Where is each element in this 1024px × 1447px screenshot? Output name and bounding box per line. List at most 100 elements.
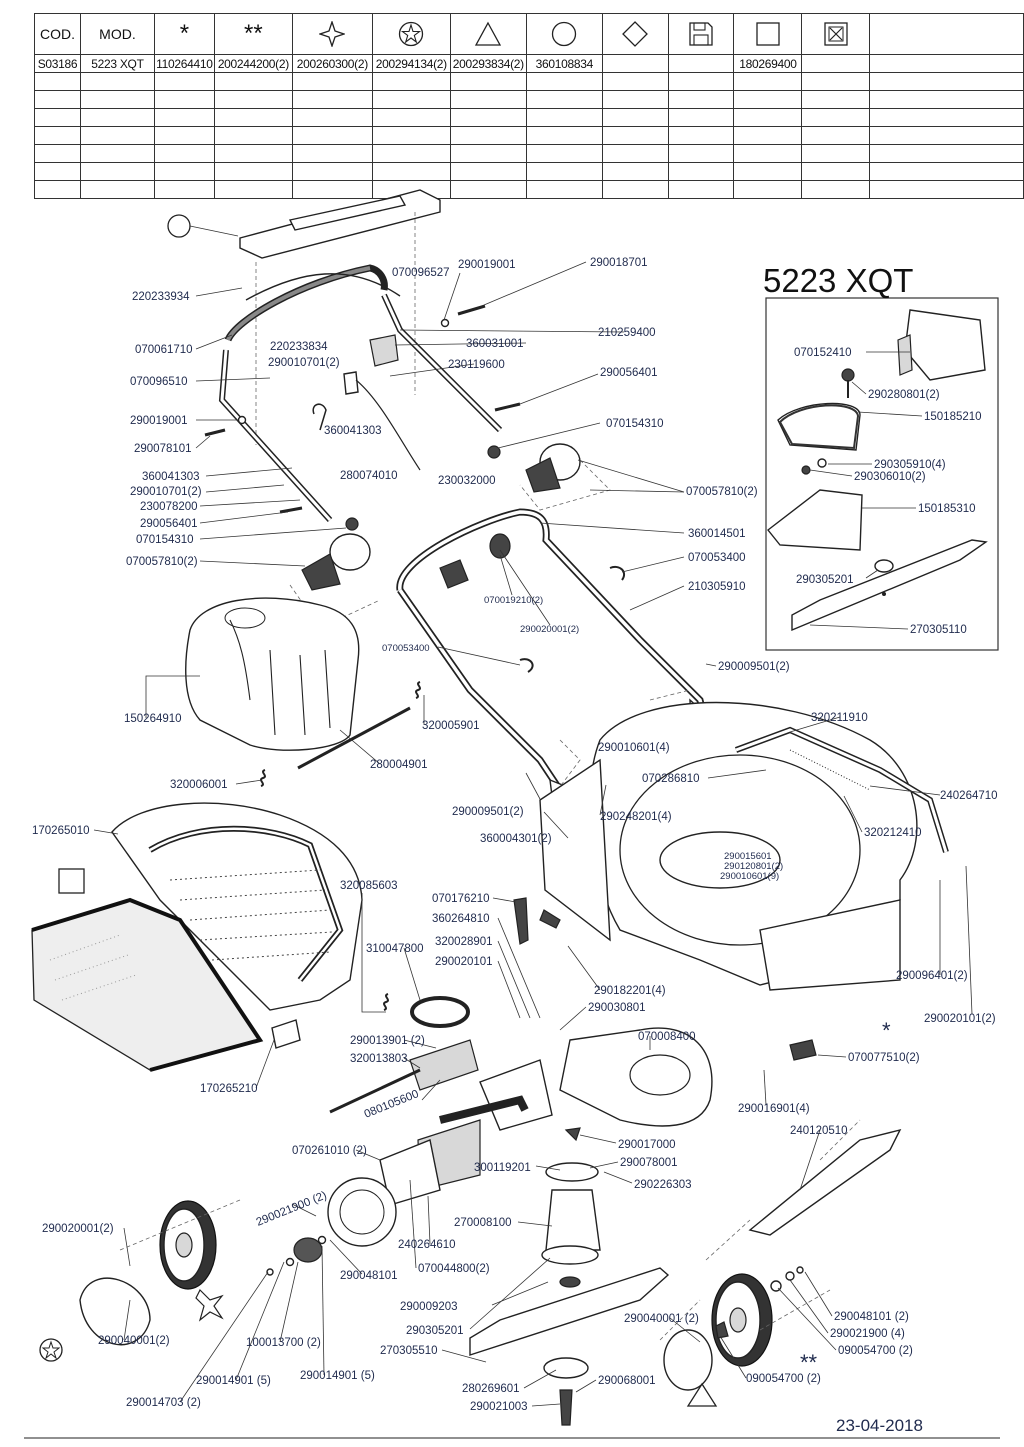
table-cell xyxy=(869,180,1024,199)
triangle-marker-icon xyxy=(686,1382,718,1407)
asterisk-symbol: * xyxy=(179,20,190,47)
part-label: 270305510 xyxy=(380,1345,438,1357)
part-label: 290280801(2) xyxy=(868,389,940,401)
table-row xyxy=(34,162,1024,181)
table-cell xyxy=(153,180,215,199)
part-label: 070019210(2) xyxy=(484,595,543,606)
part-label: 290120801(2) xyxy=(724,861,783,872)
part-label: 290021900 (4) xyxy=(830,1328,905,1340)
part-label: 290014703 (2) xyxy=(126,1397,201,1409)
part-label: 290010601(9) xyxy=(720,871,779,882)
part-label: 290048101 (2) xyxy=(834,1311,909,1323)
table-cell: 180269400 xyxy=(733,54,803,73)
part-label: 070286810 xyxy=(642,773,700,785)
part-label: 320006001 xyxy=(170,779,228,791)
header-diamond-star xyxy=(291,13,373,55)
part-label: 290056401 xyxy=(600,367,658,379)
diamond-star-marker-icon xyxy=(195,1288,224,1322)
part-label: 290305910(4) xyxy=(874,459,946,471)
part-label: 240264610 xyxy=(398,1239,456,1251)
table-cell xyxy=(733,180,803,199)
table-cell: 200293834(2) xyxy=(449,54,527,73)
model-title: 5223 XQT xyxy=(763,262,913,299)
part-label: 290040001(2) xyxy=(98,1335,170,1347)
part-label: 290078001 xyxy=(620,1157,678,1169)
leader-lines xyxy=(93,225,973,1407)
part-label: 290078101 xyxy=(134,443,192,455)
part-label: 280004901 xyxy=(370,759,428,771)
table-cell xyxy=(449,180,527,199)
part-label: 220233934 xyxy=(132,291,190,303)
table-cell xyxy=(525,180,603,199)
part-label: 290009203 xyxy=(400,1301,458,1313)
part-label: 360264810 xyxy=(432,913,490,925)
part-label: 210259400 xyxy=(598,327,656,339)
part-label: 070096510 xyxy=(130,376,188,388)
part-label: 320013803 xyxy=(350,1053,408,1065)
drive-parts xyxy=(327,897,713,1247)
part-label: 290030801 xyxy=(588,1002,646,1014)
part-label: 320005901 xyxy=(422,720,480,732)
part-label: 100013700 (2) xyxy=(246,1337,321,1349)
part-label: 320085603 xyxy=(340,880,398,892)
part-label: 270008100 xyxy=(454,1217,512,1229)
inset-box xyxy=(765,297,999,651)
part-label: 290048101 xyxy=(340,1270,398,1282)
part-label: 070176210 xyxy=(432,893,490,905)
part-label: 290021003 xyxy=(470,1401,528,1413)
part-label: 070053400 xyxy=(688,552,746,564)
part-label: 290068001 xyxy=(598,1375,656,1387)
part-label: 210305910 xyxy=(688,581,746,593)
height-adjuster-upper xyxy=(289,443,611,629)
part-label: 290010701(2) xyxy=(268,357,340,369)
part-label: 230119600 xyxy=(448,359,505,371)
part-labels: 220233934 070096527 290019001 290018701 … xyxy=(32,257,998,1413)
part-label: 360041303 xyxy=(142,471,200,483)
header-diamond xyxy=(601,13,669,55)
part-label: 360031001 xyxy=(466,338,524,350)
upper-handle-part xyxy=(218,264,503,523)
part-label: 290020101 xyxy=(435,956,493,968)
table-row xyxy=(34,144,1024,163)
part-label: 070061710 xyxy=(135,344,193,356)
part-label: 290015601 xyxy=(724,851,772,862)
part-label: 070154310 xyxy=(136,534,194,546)
part-label: 290020001(2) xyxy=(42,1223,114,1235)
circle-marker-icon xyxy=(167,214,191,238)
part-label: 290020001(2) xyxy=(520,624,579,635)
rear-axle-bar-part xyxy=(734,726,949,853)
part-label: 240264710 xyxy=(940,790,998,802)
diamond-star-icon xyxy=(319,21,346,47)
part-label: 070261010 (2) xyxy=(292,1145,367,1157)
revision-date: 23-04-2018 xyxy=(836,1416,923,1435)
circle-star-marker-icon xyxy=(39,1338,63,1362)
part-label: 170265210 xyxy=(200,1083,258,1095)
part-label: 290305201 xyxy=(796,574,854,586)
part-label: 290010601(4) xyxy=(598,742,670,754)
part-label: 290040001 (2) xyxy=(624,1313,699,1325)
header-mod-label: MOD. xyxy=(99,26,136,42)
part-label: 320028901 xyxy=(435,936,493,948)
double-asterisk-marker: ** xyxy=(800,1350,818,1375)
part-label: 290016901(4) xyxy=(738,1103,810,1115)
box-x-icon xyxy=(824,22,848,46)
inset-plate-part xyxy=(767,489,863,551)
table-cell: S03186 xyxy=(34,54,81,73)
part-label: 070057810(2) xyxy=(126,556,198,568)
mulching-plug-part xyxy=(705,1119,902,1261)
double-asterisk-symbol: ** xyxy=(244,20,263,47)
front-left-wheel-part xyxy=(159,1200,217,1290)
part-label: 290305201 xyxy=(406,1325,464,1337)
grass-bag-part xyxy=(31,897,264,1072)
part-label: 280074010 xyxy=(340,470,398,482)
part-label: 290013901 (2) xyxy=(350,1035,425,1047)
inset-washer-part xyxy=(874,559,894,573)
mower-deck-part xyxy=(539,701,918,991)
part-label: 320212410 xyxy=(864,827,922,839)
hub-cap-part xyxy=(79,1277,151,1346)
part-label: 290009501(2) xyxy=(452,806,524,818)
circle-icon xyxy=(552,21,577,47)
part-label: 360004301(2) xyxy=(480,833,552,845)
part-label: 280269601 xyxy=(462,1383,520,1395)
square-icon xyxy=(756,22,780,46)
